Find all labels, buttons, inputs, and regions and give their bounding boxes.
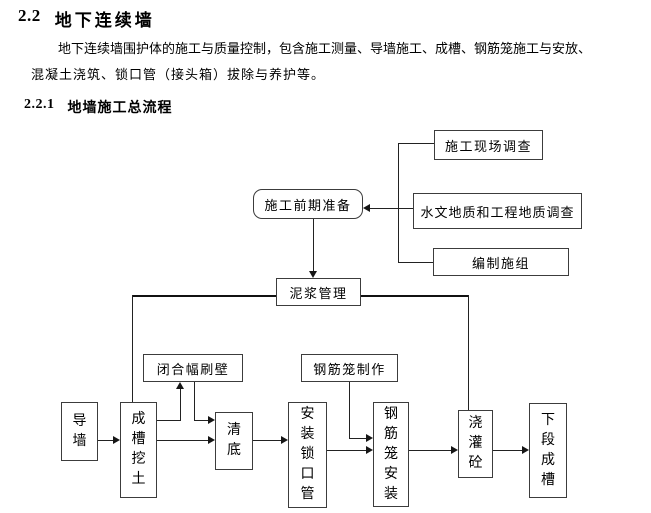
- connector-slurry-trunk-right: [361, 295, 469, 297]
- node-pre-construction-prep: 施工前期准备: [253, 189, 363, 219]
- connector-hydro-to-prep: [370, 208, 413, 209]
- connector-cleaning-to-lockpipe: [253, 440, 281, 441]
- node-locking-pipe-installation: 安装锁口管: [288, 402, 327, 508]
- section-number: 2.2: [18, 6, 41, 25]
- arrowhead-into-pouring-icon: [451, 446, 458, 454]
- subsection-heading: 2.2.1 地墙施工总流程: [24, 97, 173, 117]
- connector-cageinstall-to-pouring: [409, 450, 451, 451]
- arrowhead-into-nextsection-icon: [522, 446, 529, 454]
- node-site-survey: 施工现场调查: [434, 130, 543, 160]
- connector-closure-to-cleaning-v: [194, 382, 195, 421]
- arrowhead-into-trench-icon: [113, 436, 120, 444]
- connector-cagefab-to-cageinstall-h: [349, 438, 366, 439]
- node-bottom-cleaning: 清底: [215, 412, 253, 470]
- connector-slurry-trunk-left: [132, 295, 276, 297]
- node-rebar-cage-installation-label: 钢筋笼安装: [384, 406, 398, 502]
- arrowhead-into-cleaning-lower-icon: [208, 436, 215, 444]
- body-paragraph: 地下连续墙围护体的施工与质量控制，包含施工测量、导墙施工、成槽、钢筋笼施工与安放…: [31, 36, 645, 88]
- connector-trench-to-closure-v: [180, 388, 181, 421]
- arrowhead-into-cleaning-upper-icon: [208, 416, 215, 424]
- node-compile-org-design: 编制施组: [433, 248, 569, 276]
- node-next-section-trenching-label: 下段成槽: [541, 412, 555, 488]
- connector-survey-group-vline: [398, 143, 399, 263]
- subsection-number: 2.2.1: [24, 97, 55, 112]
- connector-vline-to-org-design: [398, 262, 433, 263]
- node-next-section-trenching: 下段成槽: [529, 403, 567, 498]
- node-bottom-cleaning-label: 清底: [227, 423, 241, 458]
- node-trench-excavation-label: 成槽挖土: [131, 412, 146, 487]
- node-concrete-pouring-label: 浇灌砼: [468, 416, 483, 471]
- node-concrete-pouring: 浇灌砼: [458, 410, 493, 478]
- node-guide-wall-label: 导墙: [72, 413, 87, 449]
- arrowhead-into-closure-icon: [176, 382, 184, 389]
- node-slurry-management: 泥浆管理: [276, 278, 361, 306]
- arrowhead-into-lockpipe-icon: [281, 436, 288, 444]
- paragraph-line-1: 地下连续墙围护体的施工与质量控制，包含施工测量、导墙施工、成槽、钢筋笼施工与安放…: [58, 41, 592, 56]
- connector-lockpipe-to-cageinstall: [327, 450, 366, 451]
- connector-trench-to-cleaning: [157, 440, 208, 441]
- connector-closure-to-cleaning-h: [194, 420, 208, 421]
- arrowhead-into-cageinstall-upper-icon: [366, 434, 373, 442]
- node-guide-wall: 导墙: [61, 402, 98, 461]
- node-closure-panel-brushing: 闭合幅刷壁: [143, 354, 243, 382]
- node-hydro-geo-survey: 水文地质和工程地质调查: [413, 193, 582, 229]
- connector-trunk-to-pouring: [468, 295, 469, 410]
- connector-trunk-to-trench: [132, 295, 133, 402]
- section-title: 地下连续墙: [54, 11, 155, 30]
- node-rebar-cage-fabrication: 钢筋笼制作: [301, 354, 398, 382]
- connector-cagefab-to-cageinstall-v: [349, 382, 350, 439]
- connector-guidewall-to-trench: [98, 440, 114, 441]
- node-trench-excavation: 成槽挖土: [120, 402, 157, 498]
- connector-trench-to-closure-h: [157, 420, 181, 421]
- subsection-title: 地墙施工总流程: [67, 101, 173, 116]
- node-rebar-cage-installation: 钢筋笼安装: [373, 402, 409, 507]
- connector-vline-to-site-survey: [398, 143, 434, 144]
- arrowhead-into-slurry-icon: [309, 271, 317, 278]
- section-heading: 2.2 地下连续墙: [18, 6, 155, 31]
- node-locking-pipe-installation-label: 安装锁口管: [300, 407, 315, 502]
- connector-prep-to-slurry: [313, 219, 314, 272]
- paragraph-line-2: 混凝土浇筑、锁口管（接头箱）拔除与养护等。: [31, 67, 326, 82]
- arrowhead-into-cageinstall-lower-icon: [366, 446, 373, 454]
- arrowhead-into-pre-prep-icon: [363, 204, 370, 212]
- connector-pouring-to-nextsection: [493, 450, 522, 451]
